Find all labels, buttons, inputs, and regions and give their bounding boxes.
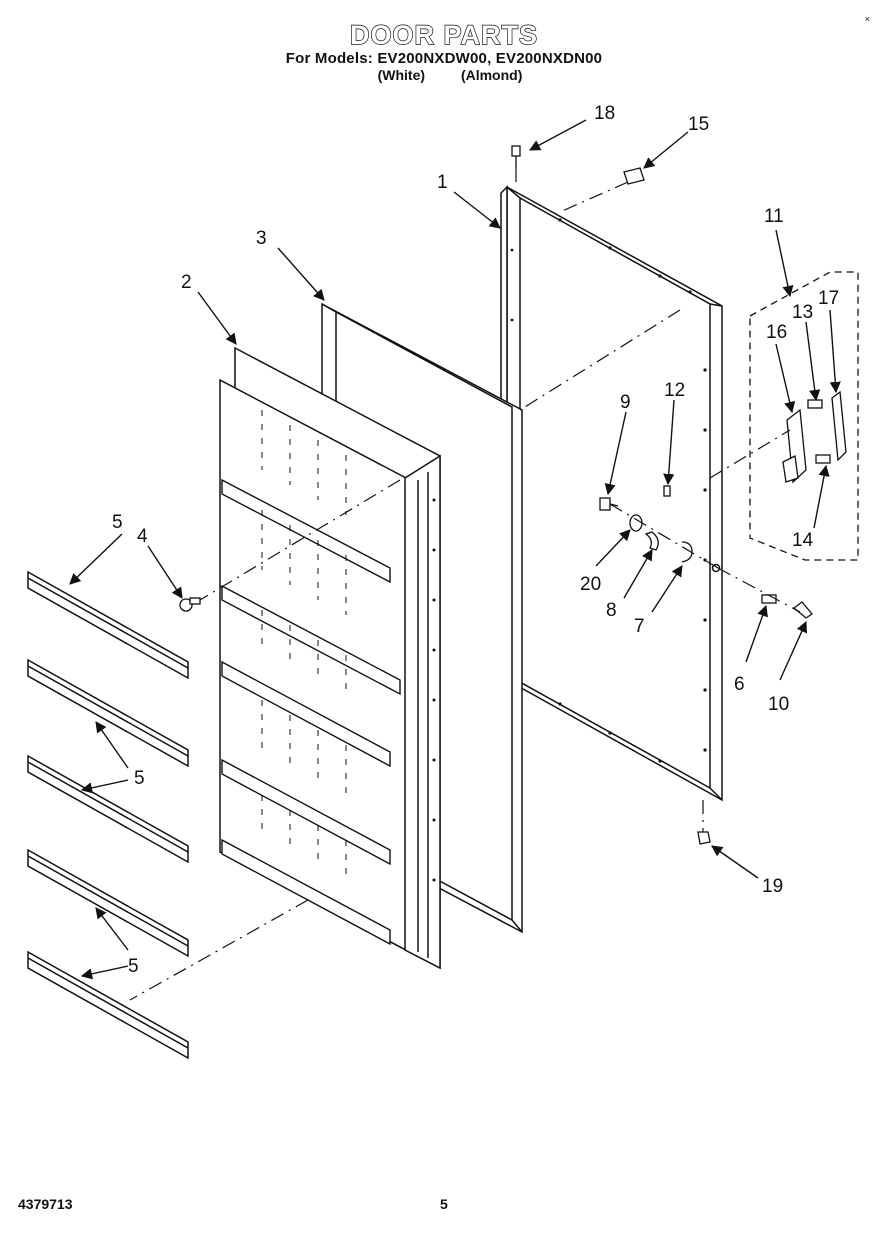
callout-16: 16 [766, 322, 787, 343]
callout-19: 19 [762, 876, 783, 897]
leader-lines [69, 119, 841, 980]
color-variants: (White) (Almond) [0, 68, 888, 82]
model-list: For Models: EV200NXDW00, EV200NXDN00 [285, 50, 603, 67]
callout-5-top: 5 [112, 512, 123, 533]
callout-9: 9 [620, 392, 631, 413]
callout-5-middle: 5 [134, 768, 145, 789]
callout-15: 15 [688, 114, 709, 135]
callout-7: 7 [634, 616, 645, 637]
trim-strips [27, 570, 189, 1060]
door-frame [500, 185, 723, 802]
callout-6: 6 [734, 674, 745, 695]
alignment-lines [129, 168, 801, 1001]
callout-5-bottom: 5 [128, 956, 139, 977]
diagram-header: DOOR PARTS For Models: EV200NXDW00, EV20… [0, 20, 888, 82]
callout-2: 2 [181, 272, 192, 293]
callout-20: 20 [580, 574, 601, 595]
callout-8: 8 [606, 600, 617, 621]
callout-12: 12 [664, 380, 685, 401]
callout-labels: 18 15 1 3 2 11 13 17 16 9 12 14 20 8 7 6… [112, 103, 839, 977]
page-number: 5 [440, 1196, 448, 1212]
callout-14: 14 [792, 530, 814, 551]
callout-1: 1 [437, 172, 448, 193]
variant-white: (White) [377, 67, 426, 83]
hinge-assembly-group [749, 271, 859, 561]
door-liner [219, 346, 441, 970]
callout-3: 3 [256, 228, 267, 249]
variant-almond: (Almond) [460, 67, 523, 83]
callout-10: 10 [768, 694, 789, 715]
diagram-title: DOOR PARTS [349, 20, 538, 50]
callout-17: 17 [818, 288, 839, 309]
callout-4: 4 [137, 526, 148, 547]
callout-13: 13 [792, 302, 813, 323]
part-number: 4379713 [18, 1196, 73, 1212]
corner-mark: × [864, 14, 870, 24]
callout-18: 18 [594, 103, 615, 124]
callout-11: 11 [764, 206, 784, 227]
